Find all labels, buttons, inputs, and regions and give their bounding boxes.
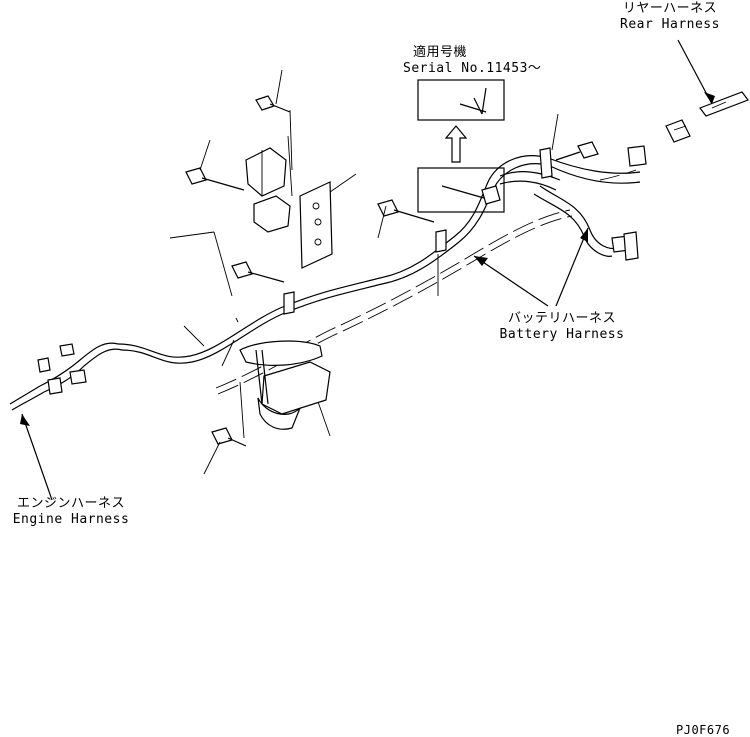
main-harness xyxy=(117,145,647,395)
serial-label-en: Serial No.11453～ xyxy=(403,61,542,76)
battery-harness-callouts xyxy=(473,227,589,307)
serial-inset xyxy=(417,79,505,213)
battery-harness-label-en: Battery Harness xyxy=(499,327,625,342)
rear-harness-label-en: Rear Harness xyxy=(620,17,720,32)
rear-harness-connector xyxy=(665,39,749,143)
bracket-assembly xyxy=(169,69,599,475)
lower-component xyxy=(221,339,331,439)
battery-harness-label-jp: バッテリハーネス xyxy=(507,311,616,326)
engine-harness-end xyxy=(9,317,239,501)
rear-harness-label-jp: リヤーハーネス xyxy=(622,1,718,16)
engine-harness-label-en: Engine Harness xyxy=(12,512,130,527)
serial-label-jp: 適用号機 xyxy=(412,45,467,60)
drawing-code: PJ0F676 xyxy=(676,723,731,737)
engine-harness-label-jp: エンジンハーネス xyxy=(16,496,125,511)
